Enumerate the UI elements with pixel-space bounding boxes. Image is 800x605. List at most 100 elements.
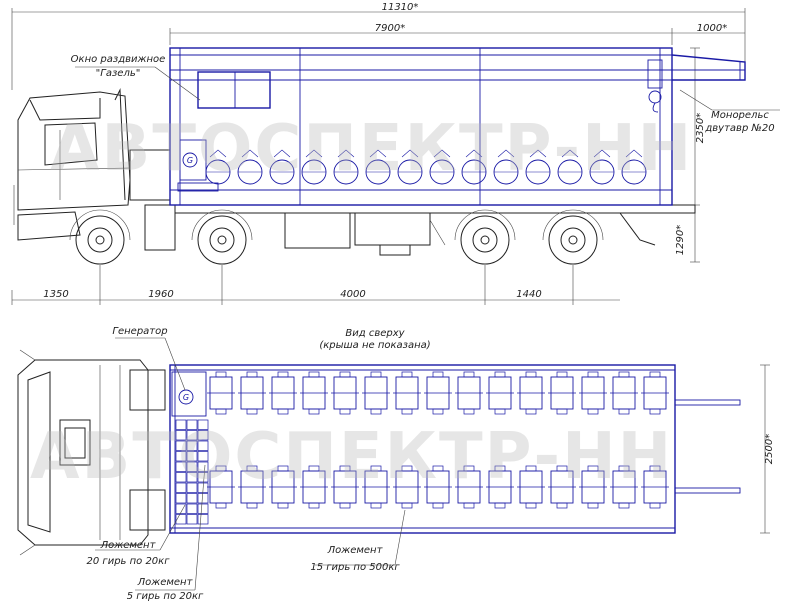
side-weight — [589, 149, 615, 185]
label-generator: Генератор — [112, 326, 167, 337]
label-monorail-line2: двутавр №20 — [704, 123, 774, 134]
small-weight-cell — [186, 461, 198, 472]
top-weight — [331, 371, 359, 415]
small-weight-cell — [186, 419, 198, 430]
top-weight — [331, 465, 359, 509]
top-weight — [238, 371, 266, 415]
label-top-view-line1: Вид сверху — [345, 328, 405, 339]
top-weight — [362, 465, 390, 509]
dim-wheelbase-2: 4000 — [340, 289, 365, 300]
top-weight — [424, 465, 452, 509]
label-cradle3-line1: Ложемент — [327, 545, 384, 556]
label-monorail-line1: Монорельс — [711, 110, 769, 121]
top-weight — [455, 465, 483, 509]
small-weights-grid — [175, 419, 209, 525]
small-weight-cell — [186, 440, 198, 451]
top-weight — [486, 465, 514, 509]
small-weight-cell — [175, 451, 187, 462]
small-weight-cell — [175, 493, 187, 504]
dimension-lines-bottom — [11, 265, 620, 305]
dimension-lines-top — [11, 8, 746, 90]
side-weight — [493, 149, 519, 185]
top-weight — [641, 465, 669, 509]
small-weight-cell — [175, 503, 187, 514]
generator-symbol-top: G — [183, 393, 189, 402]
dim-wheelbase-3: 1440 — [516, 289, 541, 300]
small-weight-cell — [186, 493, 198, 504]
small-weight-cell — [197, 514, 209, 525]
dim-body-height: 2350* — [695, 113, 706, 143]
top-weight — [300, 465, 328, 509]
top-weight — [207, 371, 235, 415]
label-window-line1: Окно раздвижное — [71, 54, 166, 65]
small-weight-cell — [197, 419, 209, 430]
chassis-side — [174, 204, 696, 256]
generator-symbol-side: G — [187, 156, 193, 165]
top-weight — [269, 371, 297, 415]
dim-monorail-overhang: 1000* — [697, 23, 727, 34]
label-cradle3-line2: 15 гирь по 500кг — [310, 562, 400, 573]
side-weight — [397, 149, 423, 185]
watermark-top: АВТОСПЕКТР-НН — [50, 112, 693, 186]
top-weight — [548, 371, 576, 415]
label-cradle1-line1: Ложемент — [100, 540, 157, 551]
van-body-top: G — [169, 364, 741, 534]
top-weight — [486, 371, 514, 415]
top-weight — [579, 371, 607, 415]
van-body-side: G — [169, 47, 746, 206]
small-weight-cell — [175, 472, 187, 483]
small-weight-cell — [186, 430, 198, 441]
small-weight-cell — [197, 472, 209, 483]
small-weight-cell — [175, 440, 187, 451]
side-weight — [525, 149, 551, 185]
side-weight — [429, 149, 455, 185]
top-weight — [424, 371, 452, 415]
label-cradle1-line2: 20 гирь по 20кг — [87, 556, 171, 567]
small-weight-cell — [175, 514, 187, 525]
small-weight-cell — [197, 493, 209, 504]
top-weight — [238, 465, 266, 509]
top-weight — [455, 371, 483, 415]
side-view: 11310* 7900* 1000* 2350* 1290* — [11, 2, 780, 305]
side-weight — [237, 149, 263, 185]
top-weight — [207, 465, 235, 509]
dim-wheelbase-1: 1960 — [148, 289, 173, 300]
truck-cab-top — [17, 349, 166, 556]
side-weight — [557, 149, 583, 185]
top-weight — [610, 465, 638, 509]
small-weight-cell — [197, 503, 209, 514]
top-weight — [300, 371, 328, 415]
small-weight-cell — [175, 419, 187, 430]
dim-body-width: 2500* — [764, 434, 775, 464]
small-weight-cell — [197, 461, 209, 472]
side-weight — [461, 149, 487, 185]
top-weight — [393, 465, 421, 509]
small-weight-cell — [186, 472, 198, 483]
dim-overall-length: 11310* — [382, 2, 419, 13]
top-weight — [517, 465, 545, 509]
small-weight-cell — [186, 514, 198, 525]
top-view: G 2500* Генератор Вид сверху (крыша не п… — [17, 326, 775, 602]
big-weights-grid — [207, 371, 669, 509]
small-weight-cell — [175, 482, 187, 493]
label-window-line2: "Газель" — [96, 68, 141, 79]
side-weight — [621, 149, 647, 185]
small-weight-cell — [197, 430, 209, 441]
side-weight — [365, 149, 391, 185]
label-cradle2-line2: 5 гирь по 20кг — [127, 591, 204, 602]
small-weight-cell — [197, 451, 209, 462]
top-weight — [548, 465, 576, 509]
top-weight — [641, 371, 669, 415]
small-weight-cell — [186, 482, 198, 493]
top-weight — [517, 371, 545, 415]
side-weight — [269, 149, 295, 185]
side-weights-row — [205, 149, 647, 185]
top-weight — [610, 371, 638, 415]
top-weight — [362, 371, 390, 415]
dim-frame-height: 1290* — [675, 225, 686, 255]
label-top-view-line2: (крыша не показана) — [319, 340, 430, 351]
small-weight-cell — [175, 461, 187, 472]
small-weight-cell — [186, 503, 198, 514]
side-weight — [333, 149, 359, 185]
